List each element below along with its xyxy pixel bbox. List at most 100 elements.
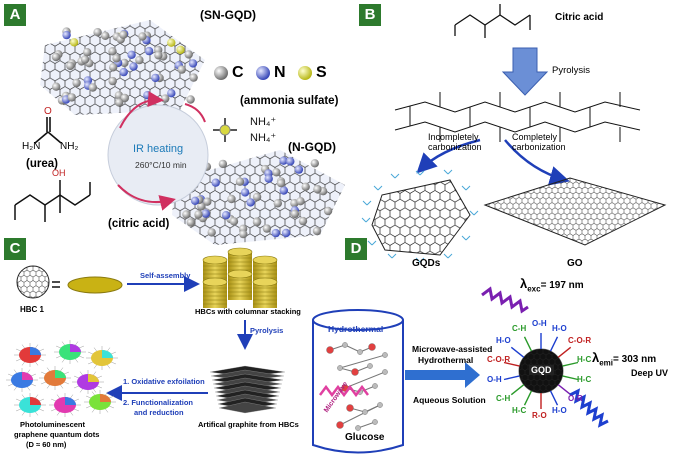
microwave-wave: [319, 384, 369, 398]
pyrolysis-arrow: [501, 47, 549, 96]
emission-label: λemi= 303 nm: [592, 350, 656, 368]
atom: [262, 224, 272, 233]
graphite-layer: [218, 401, 277, 414]
urea-h2n: H₂N: [22, 141, 41, 152]
functional-group-label: H-O: [552, 324, 567, 333]
atom: [143, 91, 152, 100]
column-body: [228, 274, 252, 300]
spoke-line: [549, 336, 559, 352]
citric-acid-structure: [454, 4, 531, 38]
atom: [246, 198, 255, 207]
qd-segment: [88, 374, 99, 382]
spoke-line: [523, 390, 533, 406]
qd-segment: [102, 350, 113, 358]
sn-gqd-label: (SN-GQD): [200, 8, 256, 22]
urea-nh2: NH₂: [60, 141, 79, 152]
atom: [235, 177, 245, 186]
functional-group-label: C-O-R: [487, 355, 511, 364]
nh4-label-2: NH₄⁺: [250, 132, 277, 144]
columnar-label: HBCs with columnar stacking: [195, 307, 301, 316]
incomplete-label-2: carbonization: [428, 142, 482, 152]
legend-c-label: C: [232, 64, 244, 81]
legend-nitrogen-atom: [256, 66, 270, 80]
glucose-bond: [339, 404, 381, 426]
hydrothermal-label: Hydrothermal: [328, 324, 384, 334]
sulfur-atom: [219, 124, 231, 136]
glucose-label: Glucose: [345, 432, 385, 443]
cooh-group: [367, 240, 377, 246]
glucose-atom: [337, 365, 343, 371]
atom: [182, 210, 191, 219]
panel-b: [361, 4, 667, 263]
arrow-to-n-gqd: [117, 184, 176, 211]
spoke-line: [503, 361, 520, 367]
glucose-atom: [377, 402, 383, 408]
atom: [52, 82, 61, 91]
column-top: [202, 277, 228, 287]
qd-segment: [30, 397, 41, 405]
atom: [273, 199, 282, 208]
atom: [186, 218, 195, 227]
atom: [161, 94, 170, 103]
cooh-group: [415, 170, 425, 176]
excitation-wave: [481, 286, 529, 314]
graphene-quantum-dots: [6, 340, 118, 417]
excitation-label: λexc= 197 nm: [520, 276, 584, 294]
atom: [167, 89, 176, 98]
cooh-group: [387, 253, 397, 259]
complete-label-1: Completely: [512, 132, 558, 142]
atom: [197, 202, 206, 211]
panel-d: [312, 286, 609, 454]
gqd-label-c: graphene quantum dots: [14, 430, 100, 439]
atom: [83, 48, 92, 57]
emission-wave: [569, 388, 609, 428]
functional-group-label: H-C: [577, 355, 592, 364]
spoke-line: [557, 384, 572, 396]
artificial-graphite-label: Artifical graphite from HBCs: [198, 420, 299, 429]
atom: [312, 226, 322, 236]
atom: [176, 45, 185, 54]
arrow-complete: [504, 139, 570, 186]
glucose-atom: [326, 346, 334, 354]
atom: [93, 28, 102, 37]
spoke-line: [562, 375, 579, 381]
atom: [184, 50, 193, 59]
atom: [240, 188, 250, 197]
urea-structure: [34, 117, 62, 144]
excitation-value: = 197 nm: [540, 280, 584, 291]
atom: [167, 38, 176, 47]
spoke-line: [510, 384, 525, 396]
column-top: [252, 255, 278, 265]
functional-group-label: H-C: [512, 406, 527, 415]
atom: [298, 216, 308, 226]
atom: [115, 98, 124, 107]
vessel-top: [312, 309, 404, 331]
atom: [129, 62, 138, 71]
gqds-sheet: [371, 179, 471, 256]
emission-lambda: λ: [592, 350, 600, 365]
atom: [272, 168, 281, 177]
incomplete-label-1: Incompletely: [428, 132, 479, 142]
atom: [296, 197, 305, 206]
ammonia-sulfate-label: (ammonia sulfate): [240, 95, 339, 107]
legend-s-label: S: [316, 64, 327, 81]
atom: [294, 165, 304, 174]
glucose-atom: [372, 383, 378, 389]
functional-group-label: R-O: [532, 411, 547, 420]
atom: [286, 157, 295, 166]
citric-acid-label-a: (citric acid): [108, 218, 170, 230]
atom: [264, 174, 273, 183]
atom: [186, 95, 195, 104]
atom: [69, 38, 79, 47]
glucose-atom: [367, 363, 373, 369]
qd-segment: [30, 347, 41, 355]
glucose-atom: [357, 349, 363, 355]
n-gqd-molecule: [172, 150, 345, 245]
cooh-group: [373, 185, 383, 191]
spoke-line: [523, 336, 533, 352]
functional-group-label: H-C: [577, 375, 592, 384]
atom: [227, 194, 236, 204]
panel-c-letter: C: [4, 238, 26, 260]
atom: [51, 52, 61, 62]
